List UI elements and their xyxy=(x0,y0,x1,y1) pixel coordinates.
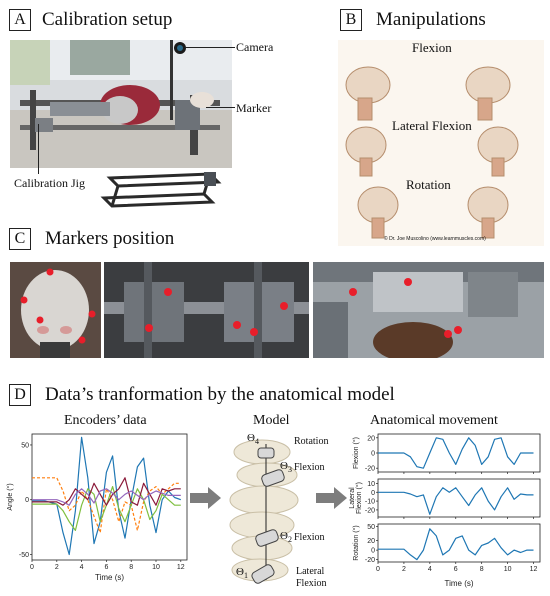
markers-photo-head xyxy=(10,262,101,358)
encoders-xlabel: Time (s) xyxy=(95,573,124,582)
encoders-ylabel: Angle (°) xyxy=(6,483,14,510)
markers-photo-mechanism xyxy=(104,262,309,358)
movement-3-xtick-label: 6 xyxy=(454,566,458,573)
movement-3-ytick-label: 20 xyxy=(367,538,375,545)
rotation-label: Rotation xyxy=(406,177,451,192)
marker-pointer xyxy=(206,107,235,108)
model-flexion-label-1: Flexion xyxy=(294,462,325,473)
movement-3-frame xyxy=(377,523,541,563)
model-lateral-label-2: Flexion xyxy=(296,578,327,589)
movement-3-xtick-label: 4 xyxy=(428,566,432,573)
arrow-to-model xyxy=(190,487,221,509)
panel-c-title: Markers position xyxy=(45,228,175,249)
movement-1-ytick-label: -20 xyxy=(365,466,375,473)
movement-3-series xyxy=(378,528,534,561)
model-rotation-label: Rotation xyxy=(294,436,329,447)
movement-3-ytick-label: -20 xyxy=(365,557,375,564)
camera-pointer xyxy=(185,47,235,48)
encoder-series-5 xyxy=(32,488,181,506)
movement-xlabel: Time (s) xyxy=(444,579,473,588)
encoders-ytick-label: 0 xyxy=(25,497,29,504)
model-lateral-label: Lateral xyxy=(296,566,325,577)
encoders-title: Encoders’ data xyxy=(64,413,147,428)
markers-photo-platform xyxy=(313,262,544,358)
panel-d-title: Data’s tranformation by the anatomical m… xyxy=(45,384,395,405)
encoder-series-4 xyxy=(32,477,181,506)
panel-a-letter: A xyxy=(9,9,31,31)
encoders-ytick-label: 50 xyxy=(21,442,29,449)
illustration-credit: © Dr. Joe Muscolino (www.learnmuscles.co… xyxy=(384,236,486,242)
model-theta3: Θ3 xyxy=(280,460,292,475)
movement-3-xtick-label: 12 xyxy=(530,566,538,573)
encoders-xtick-label: 2 xyxy=(55,564,59,571)
movement-1-series xyxy=(378,437,534,469)
movement-2-ytick-label: 0 xyxy=(371,490,375,497)
camera-label: Camera xyxy=(236,40,274,54)
model-theta2: Θ2 xyxy=(280,530,292,545)
encoders-xtick-label: 12 xyxy=(177,564,185,571)
encoders-frame xyxy=(31,433,188,561)
jig-drawing xyxy=(100,170,225,210)
movement-1-ytick-label: 20 xyxy=(367,435,375,442)
movement-3-xtick-label: 8 xyxy=(480,566,484,573)
jig-label: Calibration Jig xyxy=(14,176,85,190)
movement-1-ytick-label: 0 xyxy=(371,451,375,458)
movement-3-xtick-label: 0 xyxy=(376,566,380,573)
movement-3-xtick-label: 10 xyxy=(504,566,512,573)
movement-title: Anatomical movement xyxy=(370,413,498,428)
encoders-xtick-label: 10 xyxy=(152,564,160,571)
movement-2-series xyxy=(378,487,534,515)
movement-3-ytick-label: 0 xyxy=(371,548,375,555)
flexion-label: Flexion xyxy=(412,40,452,55)
calibration-photo xyxy=(10,40,232,168)
encoder-series-2 xyxy=(32,477,181,534)
encoders-xtick-label: 8 xyxy=(129,564,133,571)
movement-1-ylabel: Flexion (°) xyxy=(352,437,360,469)
jig-pointer xyxy=(38,124,39,174)
arrow-to-movement xyxy=(316,487,347,509)
movement-2-ylabel-2: Flexion (°) xyxy=(355,482,363,514)
panel-b-title: Manipulations xyxy=(376,9,486,30)
movement-2-ylabel: Lateral xyxy=(349,487,356,509)
lateral-flexion-label: Lateral Flexion xyxy=(392,118,472,133)
encoders-xtick-label: 4 xyxy=(80,564,84,571)
panel-b-letter: B xyxy=(340,9,362,31)
encoders-ytick-label: -50 xyxy=(19,552,29,559)
manipulations-illustration xyxy=(338,40,544,246)
encoders-xtick-label: 6 xyxy=(104,564,108,571)
encoder-series-1 xyxy=(32,436,182,556)
movement-3-ylabel: Rotation (°) xyxy=(352,525,360,560)
encoders-xtick-label: 0 xyxy=(30,564,34,571)
model-title: Model xyxy=(253,413,290,428)
movement-3-ytick-label: 50 xyxy=(367,524,375,531)
movement-2-ytick-label: -20 xyxy=(365,507,375,514)
movement-2-ytick-label: 10 xyxy=(367,481,375,488)
encoder-series-3 xyxy=(32,486,181,531)
movement-2-frame xyxy=(377,478,541,518)
panel-d-letter: D xyxy=(9,384,31,406)
panel-a-title: Calibration setup xyxy=(42,9,173,30)
model-theta1: Θ1 xyxy=(236,566,248,581)
model-spine-drawing xyxy=(222,430,332,590)
model-theta4: Θ4 xyxy=(247,432,259,447)
movement-2-ytick-label: -10 xyxy=(365,499,375,506)
movement-3-xtick-label: 2 xyxy=(402,566,406,573)
model-flexion-label-2: Flexion xyxy=(294,532,325,543)
marker-label: Marker xyxy=(236,101,272,115)
panel-c-letter: C xyxy=(9,228,31,250)
